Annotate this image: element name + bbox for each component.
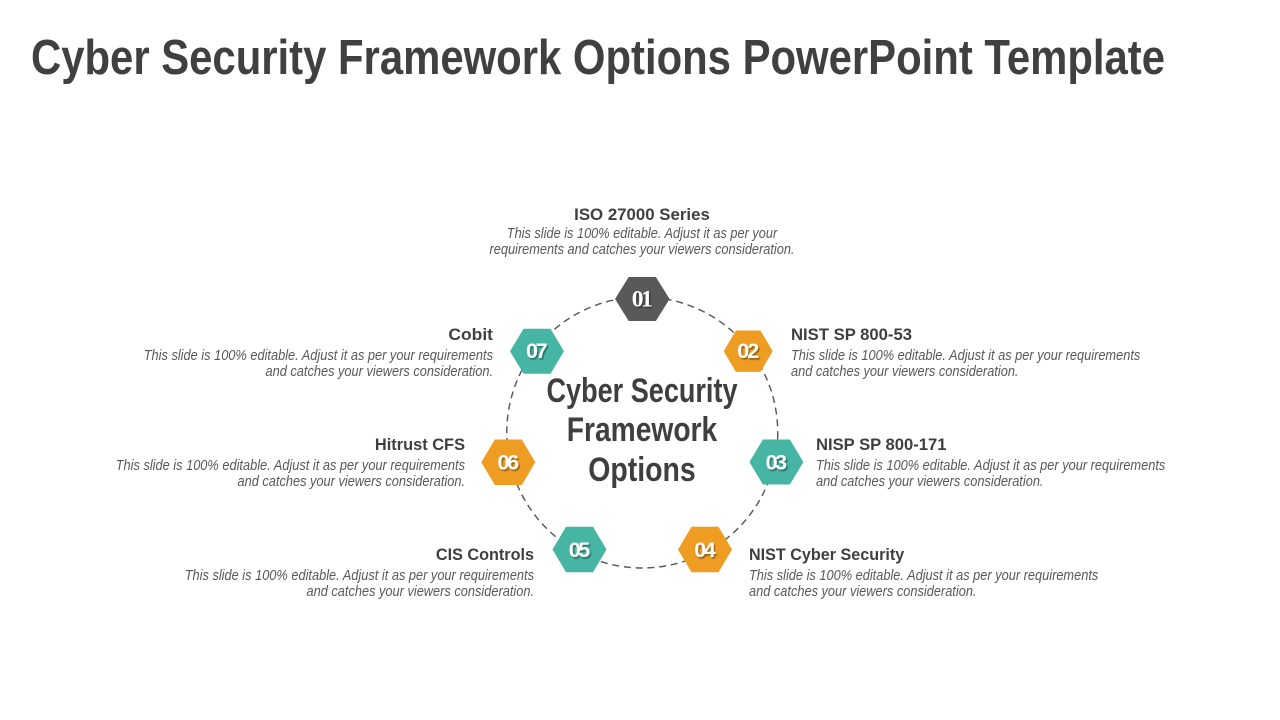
svg-text:06: 06 [498, 451, 520, 475]
svg-text:07: 07 [526, 339, 548, 363]
svg-text:01: 01 [632, 287, 653, 313]
svg-text:05: 05 [569, 538, 591, 562]
svg-text:03: 03 [766, 450, 788, 474]
svg-text:02: 02 [737, 339, 759, 363]
svg-text:04: 04 [694, 538, 716, 562]
